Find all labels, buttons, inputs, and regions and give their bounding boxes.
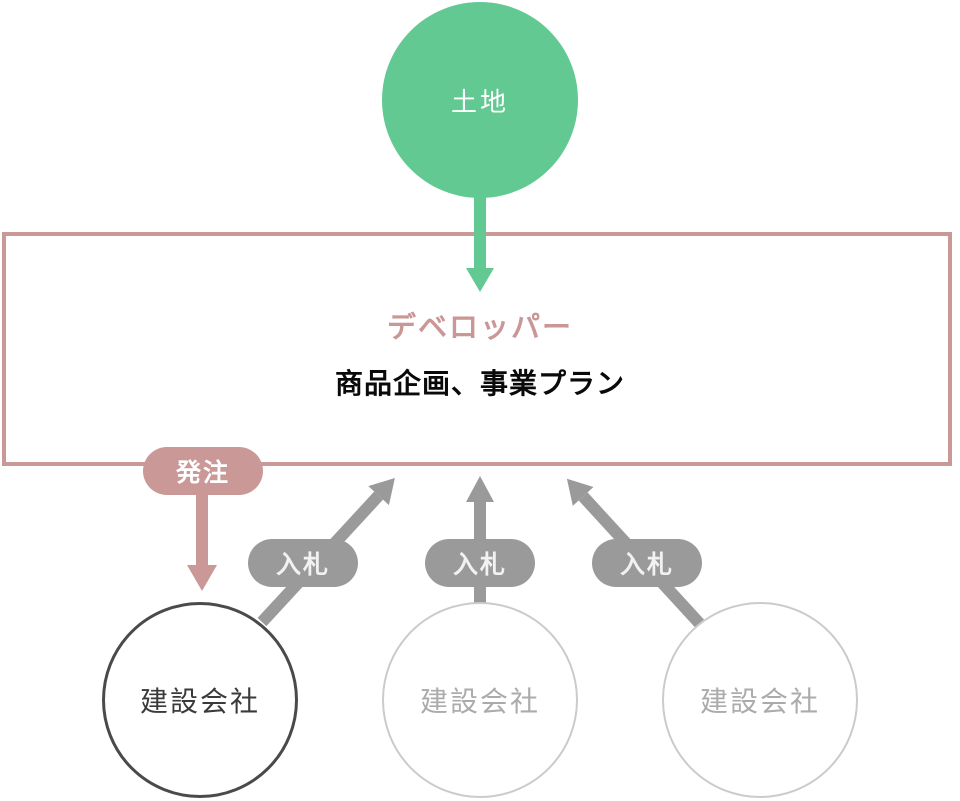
bid-badge-1: 入札 [248, 539, 358, 587]
developer-box-subtitle: 商品企画、事業プラン [334, 368, 625, 399]
bid-badge-1-label: 入札 [275, 551, 330, 579]
order-arrow-head [187, 565, 217, 591]
order-badge: 発注 [143, 447, 263, 495]
construction-company-circle-3: 建設会社 [662, 602, 858, 798]
bid-badge-2: 入札 [425, 539, 535, 587]
construction-company-3-label: 建設会社 [699, 686, 820, 717]
bid-arrow-2-head [466, 476, 494, 502]
bid-badge-2-label: 入札 [452, 551, 507, 579]
land-to-developer-arrow-shaft [474, 196, 486, 268]
construction-company-1-label: 建設会社 [139, 686, 260, 717]
order-badge-label: 発注 [175, 459, 230, 487]
order-arrow-shaft [196, 493, 208, 567]
bid-badge-3: 入札 [592, 539, 702, 587]
construction-company-circle-2: 建設会社 [382, 602, 578, 798]
construction-company-2-label: 建設会社 [419, 686, 540, 717]
construction-company-circle-1: 建設会社 [102, 602, 298, 798]
land-circle: 土地 [382, 2, 578, 198]
land-circle-label: 土地 [450, 86, 509, 117]
developer-box-title: デベロッパー [386, 312, 573, 344]
land-to-developer-arrow-head [466, 268, 494, 292]
bid-badge-3-label: 入札 [619, 551, 674, 579]
